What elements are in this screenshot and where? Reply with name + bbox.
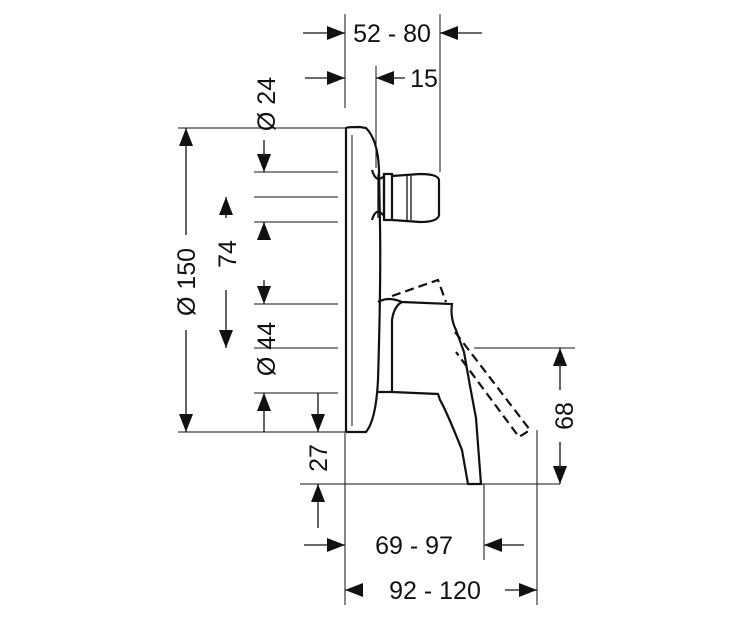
label-total-depth: 92 - 120 [389,577,481,605]
label-offset-15: 15 [410,65,438,93]
label-diameter-24: Ø 24 [253,77,281,131]
label-lever-reach: 69 - 97 [375,532,453,560]
label-spacing-74: 74 [214,240,242,268]
diverter-knob [370,169,441,224]
label-top-width: 52 - 80 [353,20,431,48]
label-diameter-44: Ø 44 [253,322,281,376]
label-height-68: 68 [551,402,579,430]
dim-arrows [179,26,567,597]
wall-plate [344,125,382,434]
dim-lines [185,32,561,591]
label-diameter-150: Ø 150 [173,248,201,316]
lever-handle [377,297,483,486]
extension-lines [178,14,575,605]
label-depth-27: 27 [305,444,333,472]
lever-alternate-position [391,278,532,439]
